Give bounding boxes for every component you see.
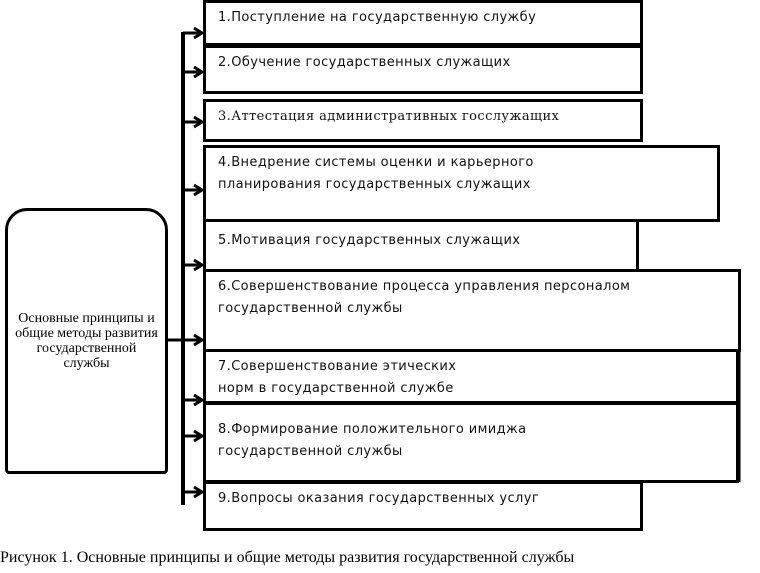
method-label: 5.Мотивация государственных служащих	[218, 233, 521, 248]
figure-caption: Рисунок 1. Основные принципы и общие мет…	[0, 549, 575, 566]
method-box-8: 8.Формирование положительного имиджа гос…	[203, 402, 739, 483]
arrow-icon	[183, 485, 205, 499]
method-label: 2.Обучение государственных служащих	[218, 55, 511, 70]
method-label: 1.Поступление на государственную службу	[218, 10, 537, 25]
method-box-6: 6.Совершенствование процесса управления …	[203, 269, 741, 352]
arrow-icon	[183, 183, 205, 197]
method-box-4: 4.Внедрение системы оценки и карьерного …	[203, 145, 720, 222]
method-label: 7.Совершенствование этических норм в гос…	[218, 359, 457, 396]
method-label: 8.Формирование положительного имиджа гос…	[218, 422, 527, 459]
arrow-icon	[183, 26, 205, 40]
method-box-7: 7.Совершенствование этических норм в гос…	[203, 349, 739, 404]
arrow-icon	[183, 65, 205, 79]
method-label: 6.Совершенствование процесса управления …	[218, 279, 631, 316]
root-label: Основные принципы и общие методы развити…	[15, 311, 158, 371]
arrow-icon	[183, 115, 205, 129]
arrow-icon	[183, 393, 205, 407]
method-label: 9.Вопросы оказания государственных услуг	[218, 491, 540, 506]
method-box-3: 3.Аттестация административных госслужащи…	[203, 99, 643, 142]
arrow-icon	[183, 429, 205, 443]
method-label: 3.Аттестация административных госслужащи…	[218, 109, 560, 124]
arrow-icon	[183, 258, 205, 272]
method-label: 4.Внедрение системы оценки и карьерного …	[218, 155, 534, 192]
root-concept-box: Основные принципы и общие методы развити…	[5, 208, 168, 474]
method-box-2: 2.Обучение государственных служащих	[203, 45, 643, 94]
arrow-icon	[183, 333, 205, 347]
method-box-9: 9.Вопросы оказания государственных услуг	[203, 481, 643, 531]
method-box-1: 1.Поступление на государственную службу	[203, 0, 643, 46]
method-box-5: 5.Мотивация государственных служащих	[203, 219, 639, 272]
